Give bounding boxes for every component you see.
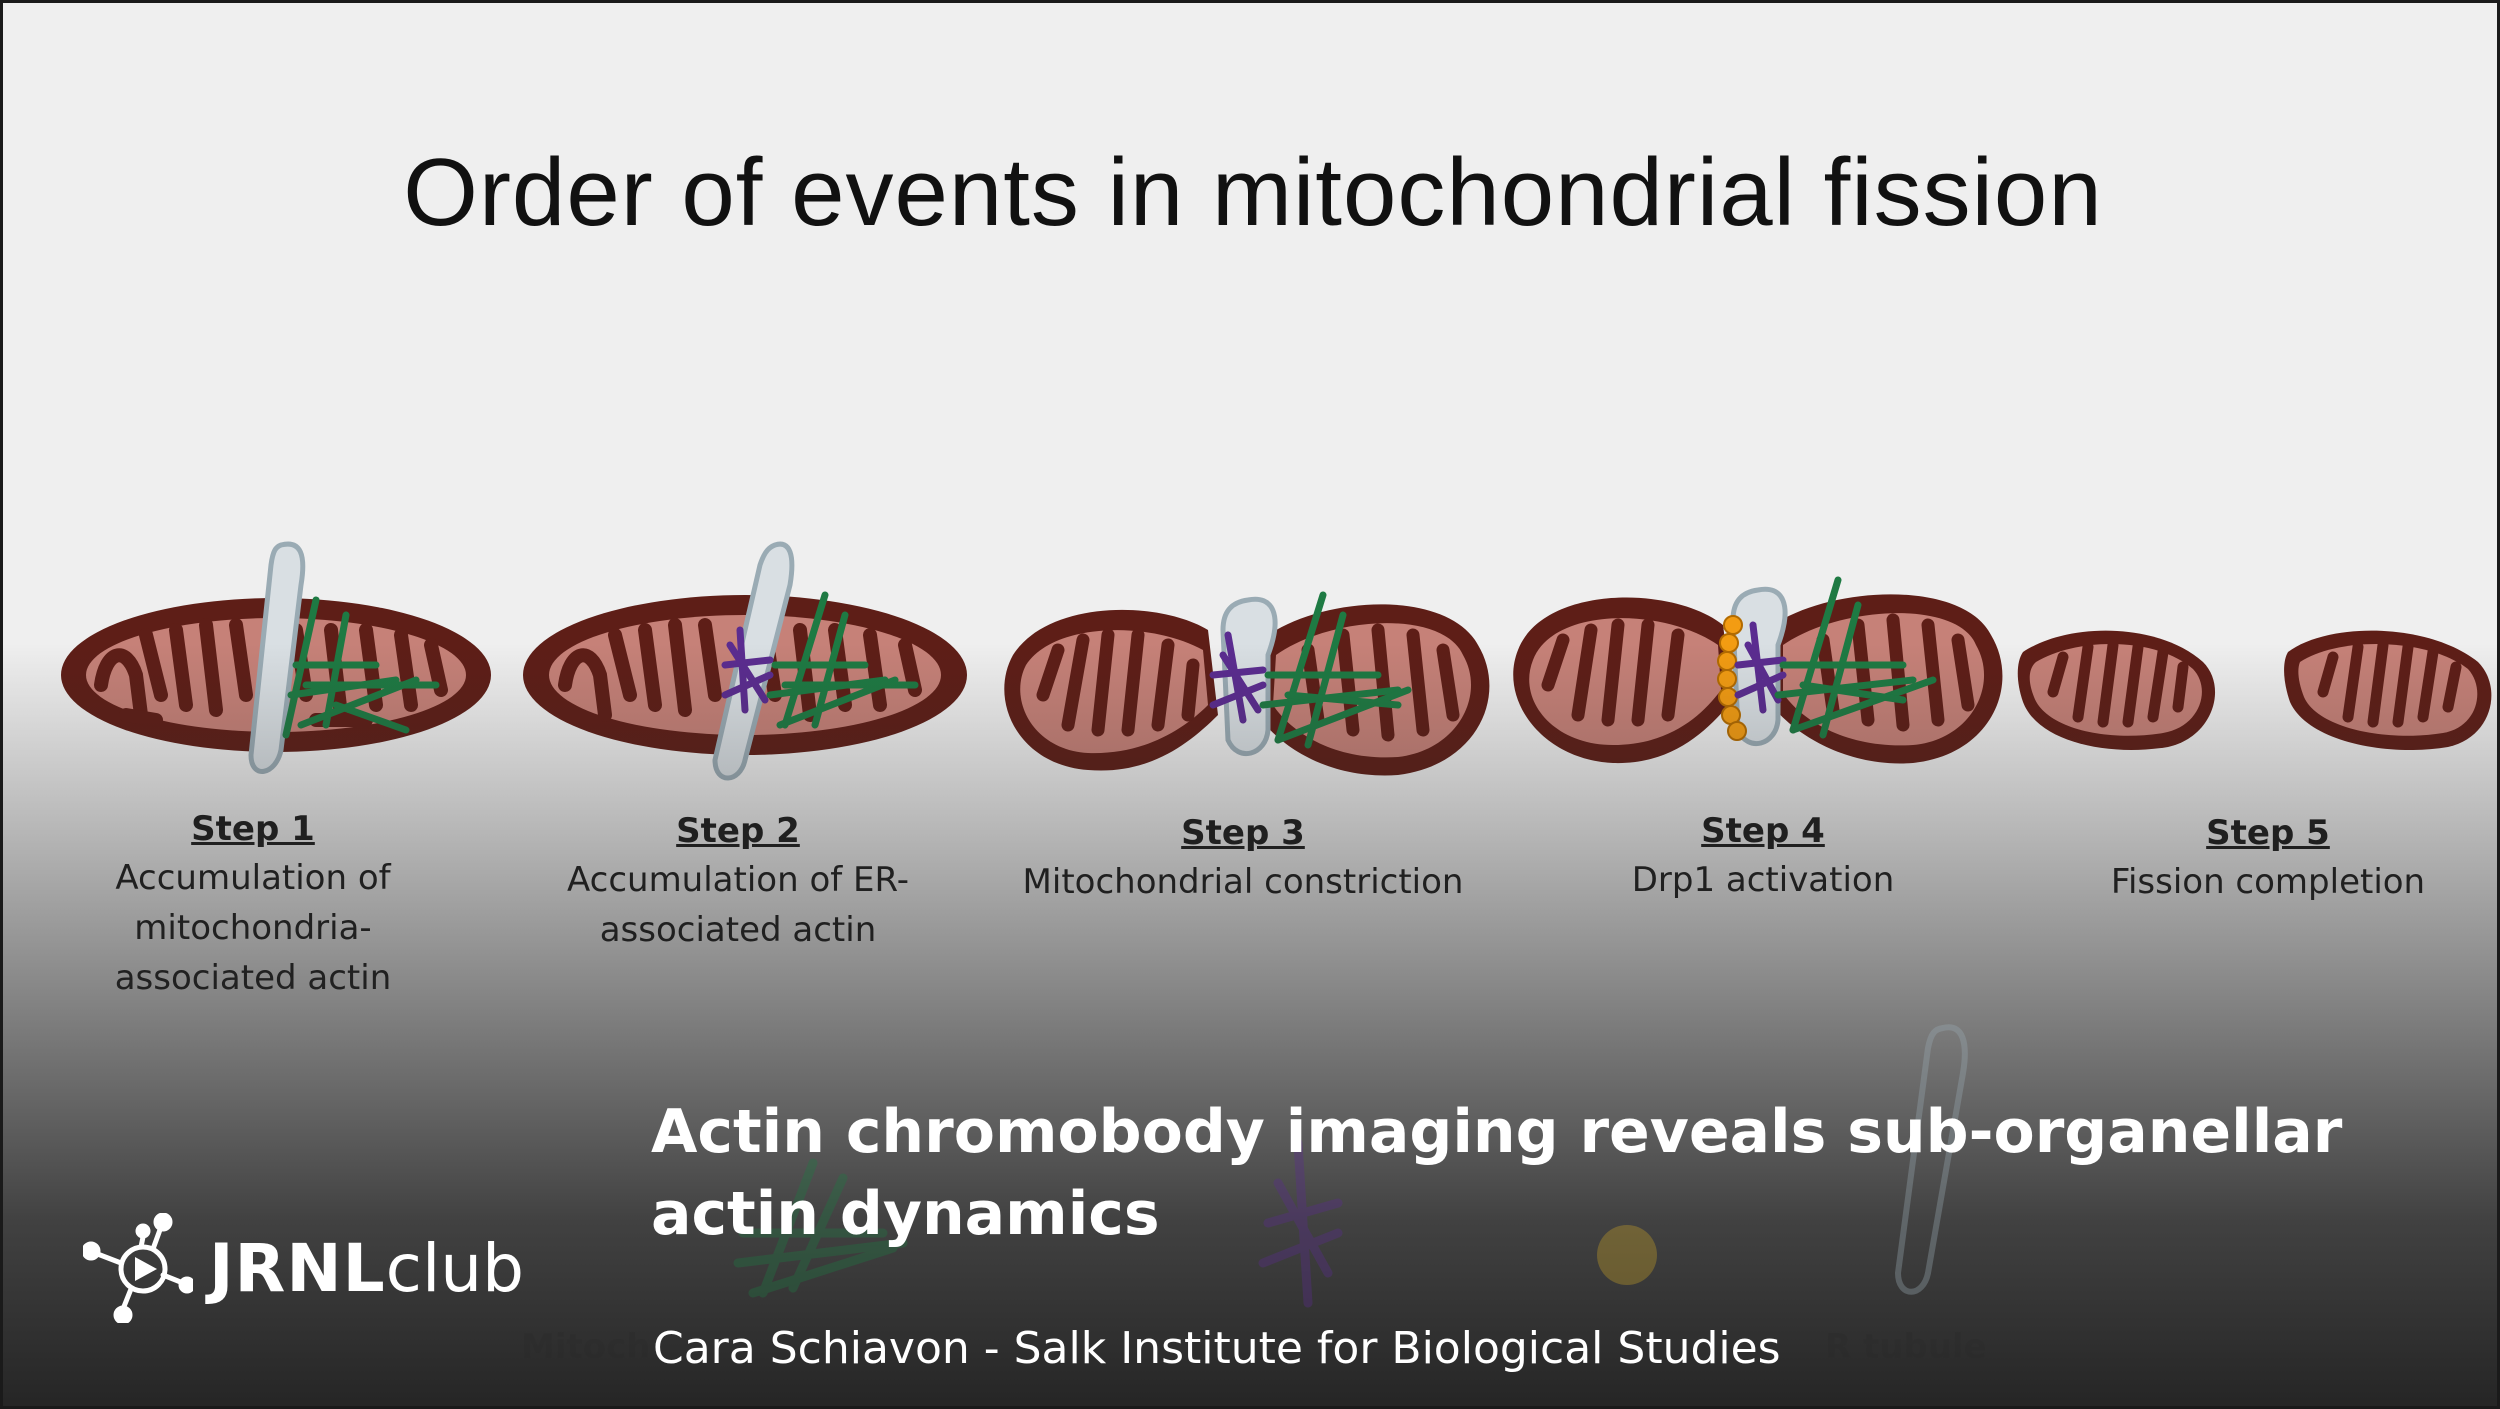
brand-name: JRNLclub — [209, 1230, 524, 1307]
legend-text-er: R tubule — [1825, 1327, 1987, 1367]
legend-er-tubule-icon — [1894, 1024, 1968, 1295]
legend-text-mito: Mitoch — [521, 1327, 651, 1367]
brand-name-bold: JRNL — [209, 1229, 386, 1307]
legend-mito-actin-icon — [733, 1158, 908, 1298]
video-title[interactable]: Actin chromobody imaging reveals sub-org… — [651, 1097, 2343, 1249]
jrnlclub-molecule-play-icon — [83, 1213, 193, 1323]
brand-logo[interactable]: JRNLclub — [83, 1213, 524, 1323]
slide-title: Order of events in mitochondrial fission — [403, 139, 2103, 246]
brand-name-light: club — [385, 1229, 525, 1307]
legend-er-actin-icon — [1258, 1138, 1343, 1308]
video-author: Cara Schiavon - Salk Institute for Biolo… — [653, 1323, 1781, 1374]
legend-drp1-icon — [1597, 1225, 1657, 1285]
legend-faint — [733, 1024, 1968, 1308]
